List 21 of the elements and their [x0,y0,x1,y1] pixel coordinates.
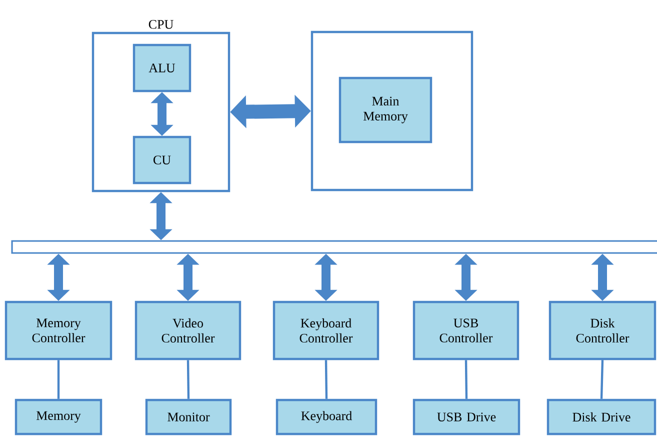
unit-box: CU [132,136,192,184]
connector-line [186,360,190,399]
connector-line [464,360,468,399]
unit-box: ALU [132,44,192,92]
node-label: CPU [148,20,174,29]
device-box: USB Drive [412,398,520,436]
controller-box: USB Controller [412,300,520,360]
connector-line [324,360,328,399]
device-box: Keyboard [276,398,378,436]
controller-box: Keyboard Controller [272,300,380,360]
memory-box [310,30,474,192]
controller-box: Disk Controller [548,300,656,360]
memory-box: Main Memory [338,76,432,144]
controller-box: Video Controller [134,300,242,360]
controller-box: Memory Controller [4,300,112,360]
connector-line [57,360,60,399]
device-box: Monitor [145,398,232,436]
connector-line [600,360,604,399]
bus-bar [11,240,657,254]
device-box: Disk Drive [546,398,656,436]
device-box: Memory [14,398,102,436]
